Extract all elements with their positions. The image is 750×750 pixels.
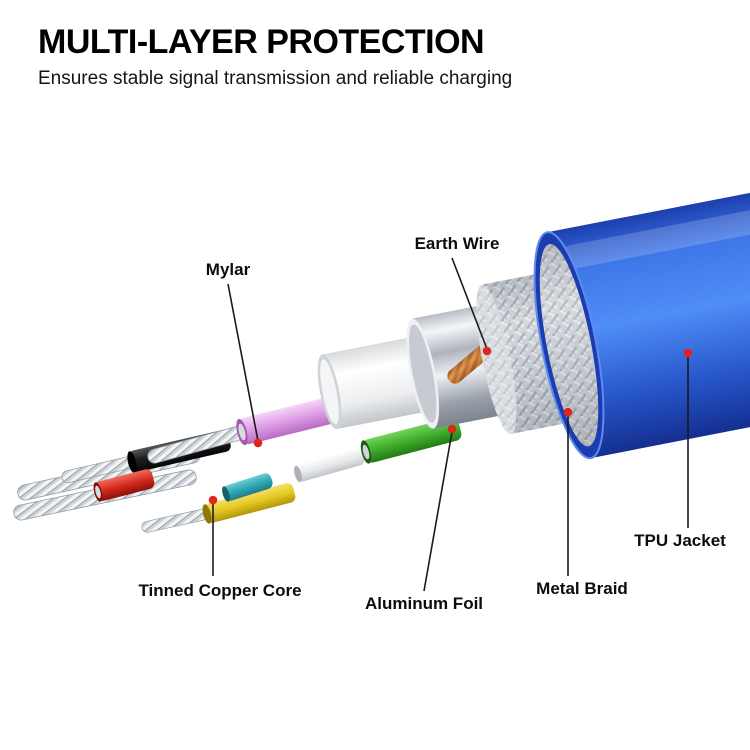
label-aluminum-foil: Aluminum Foil xyxy=(364,594,484,613)
callout-dot-metal-braid xyxy=(563,407,573,417)
leader-line-earth-wire xyxy=(451,257,488,350)
label-tinned-copper-core: Tinned Copper Core xyxy=(138,581,302,600)
mylar-layer xyxy=(317,335,435,430)
wire-pink xyxy=(236,394,351,446)
cable-layers-front xyxy=(476,168,750,460)
label-tpu-jacket: TPU Jacket xyxy=(634,531,726,550)
tpu-jacket-layer xyxy=(533,168,750,460)
wire-red xyxy=(93,469,155,502)
wire-green xyxy=(360,417,462,464)
wire-teal xyxy=(222,473,273,502)
callout-dot-earth-wire xyxy=(482,346,492,356)
label-mylar: Mylar xyxy=(205,260,251,279)
label-earth-wire: Earth Wire xyxy=(414,234,500,253)
wires xyxy=(13,394,462,533)
label-metal-braid: Metal Braid xyxy=(536,579,628,598)
leader-lines xyxy=(212,257,689,592)
callout-dot-aluminum-foil xyxy=(447,424,457,434)
page-subtitle: Ensures stable signal transmission and r… xyxy=(38,68,513,90)
callout-dot-tinned-copper-core xyxy=(208,495,218,505)
wire-white xyxy=(293,448,365,483)
callout-dot-tpu-jacket xyxy=(683,348,693,358)
leader-line-aluminum-foil xyxy=(423,431,453,592)
page-title: MULTI-LAYER PROTECTION xyxy=(38,23,485,61)
callout-dots xyxy=(208,346,693,505)
header: MULTI-LAYER PROTECTION Ensures stable si… xyxy=(38,23,513,90)
wire-yellow xyxy=(202,483,296,524)
callout-dot-mylar xyxy=(253,438,263,448)
leader-line-mylar xyxy=(227,283,259,442)
